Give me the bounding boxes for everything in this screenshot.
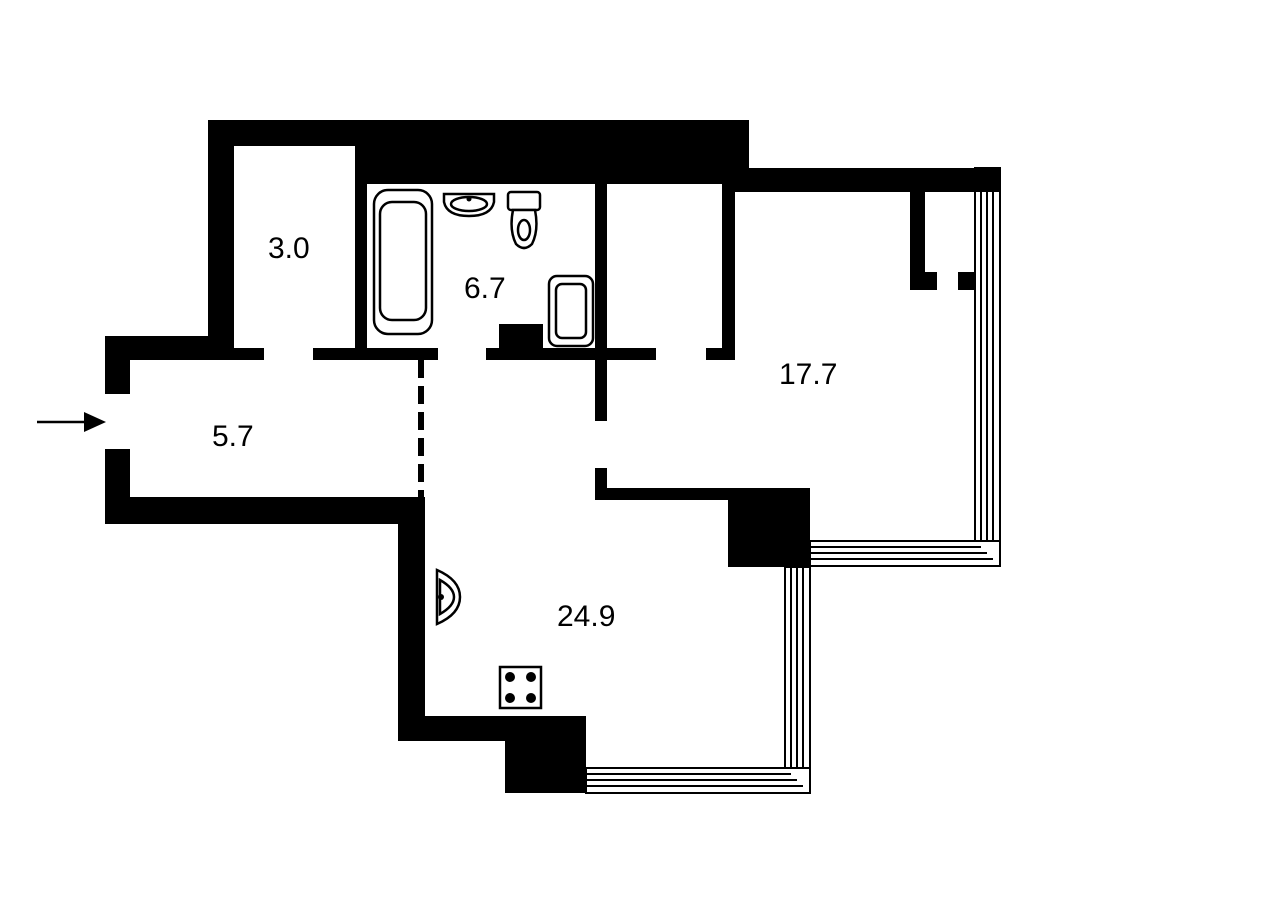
washing-machine-icon <box>547 274 595 348</box>
room-area-hallway: 5.7 <box>212 420 254 453</box>
niche-wall-left <box>910 192 925 290</box>
wardrobe-bedroom-divider <box>722 184 735 360</box>
room-area-kitchen-living: 24.9 <box>557 600 615 633</box>
kitchen-left-wall <box>398 497 425 741</box>
top-wall <box>208 120 749 146</box>
room-area-bathroom: 6.7 <box>464 272 506 305</box>
window-living-bottom <box>585 767 811 794</box>
kitchen-bottom-pier <box>505 716 586 793</box>
entrance-arrow-icon <box>37 412 106 432</box>
walls <box>105 120 1000 793</box>
room-area-bedroom: 17.7 <box>779 358 837 391</box>
niche-wall-bottom <box>910 272 937 290</box>
niche-wall-right <box>958 272 975 290</box>
partition-4 <box>706 348 735 360</box>
bath-cabinet <box>499 324 543 354</box>
window-bedroom-right <box>974 167 1001 567</box>
storage-left-wall <box>208 120 234 360</box>
bathtub-icon <box>372 188 434 336</box>
washbasin-icon <box>442 192 496 218</box>
dashed-divider <box>418 360 424 497</box>
stove-icon <box>498 665 543 710</box>
top-wall-thick <box>355 146 749 184</box>
corner-pier <box>728 488 810 567</box>
window-bedroom-bottom <box>809 540 1001 567</box>
window-living-right <box>784 566 811 794</box>
bedroom-partition-top <box>595 360 607 421</box>
toilet-icon <box>506 190 542 250</box>
hall-left-wall-top <box>105 336 130 394</box>
bath-wardrobe-divider <box>595 184 607 360</box>
room-area-storage: 3.0 <box>268 232 310 265</box>
partition-2 <box>313 348 438 360</box>
top-wall-right <box>735 168 1000 192</box>
kitchen-sink-icon <box>435 568 462 626</box>
hall-bottom-wall <box>105 497 425 524</box>
storage-bath-divider <box>355 146 367 360</box>
